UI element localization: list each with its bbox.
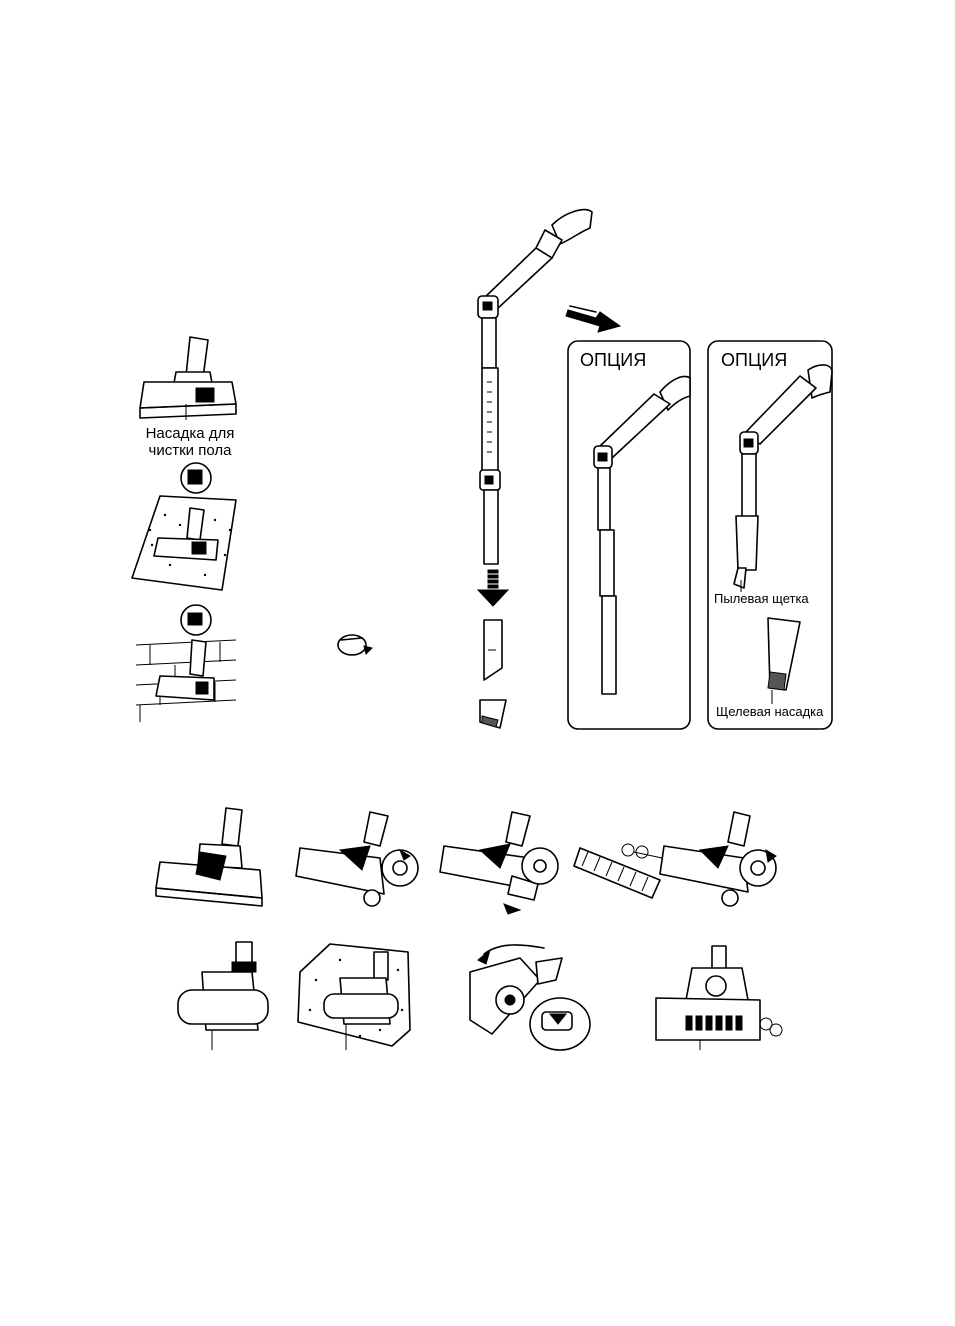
turbo-brush-step-2 (296, 812, 418, 906)
turbo-brush-step-3 (440, 812, 558, 914)
turbo-brush-top-view (178, 942, 268, 1050)
floor-nozzle-illustration (140, 337, 236, 420)
round-brush-icon (338, 635, 372, 655)
turbo-brush-cover-open (470, 945, 590, 1050)
dust-brush-label: Пылевая щетка (714, 591, 809, 606)
option-box-1-title: ОПЦИЯ (580, 350, 646, 370)
option-box-2 (708, 341, 832, 729)
floor-nozzle-label-line2: чистки пола (149, 442, 233, 459)
option-box-2-title: ОПЦИЯ (721, 350, 787, 370)
floor-nozzle-label-line1: Насадка для (146, 425, 235, 442)
turbo-brush-underside (656, 946, 782, 1050)
crevice-nozzle-label: Щелевая насадка (716, 704, 824, 719)
brush-roller-cleaning (574, 844, 662, 898)
carpet-mode-illustration (132, 463, 236, 590)
turbo-brush-step-5 (660, 812, 776, 906)
hard-floor-mode-illustration (136, 605, 236, 722)
turbo-brush-on-carpet (298, 944, 410, 1050)
turbo-brush-step-1 (156, 808, 262, 906)
telescopic-tube-illustration (478, 210, 592, 728)
direction-arrow-icon (566, 306, 620, 332)
option-box-1 (568, 341, 690, 729)
